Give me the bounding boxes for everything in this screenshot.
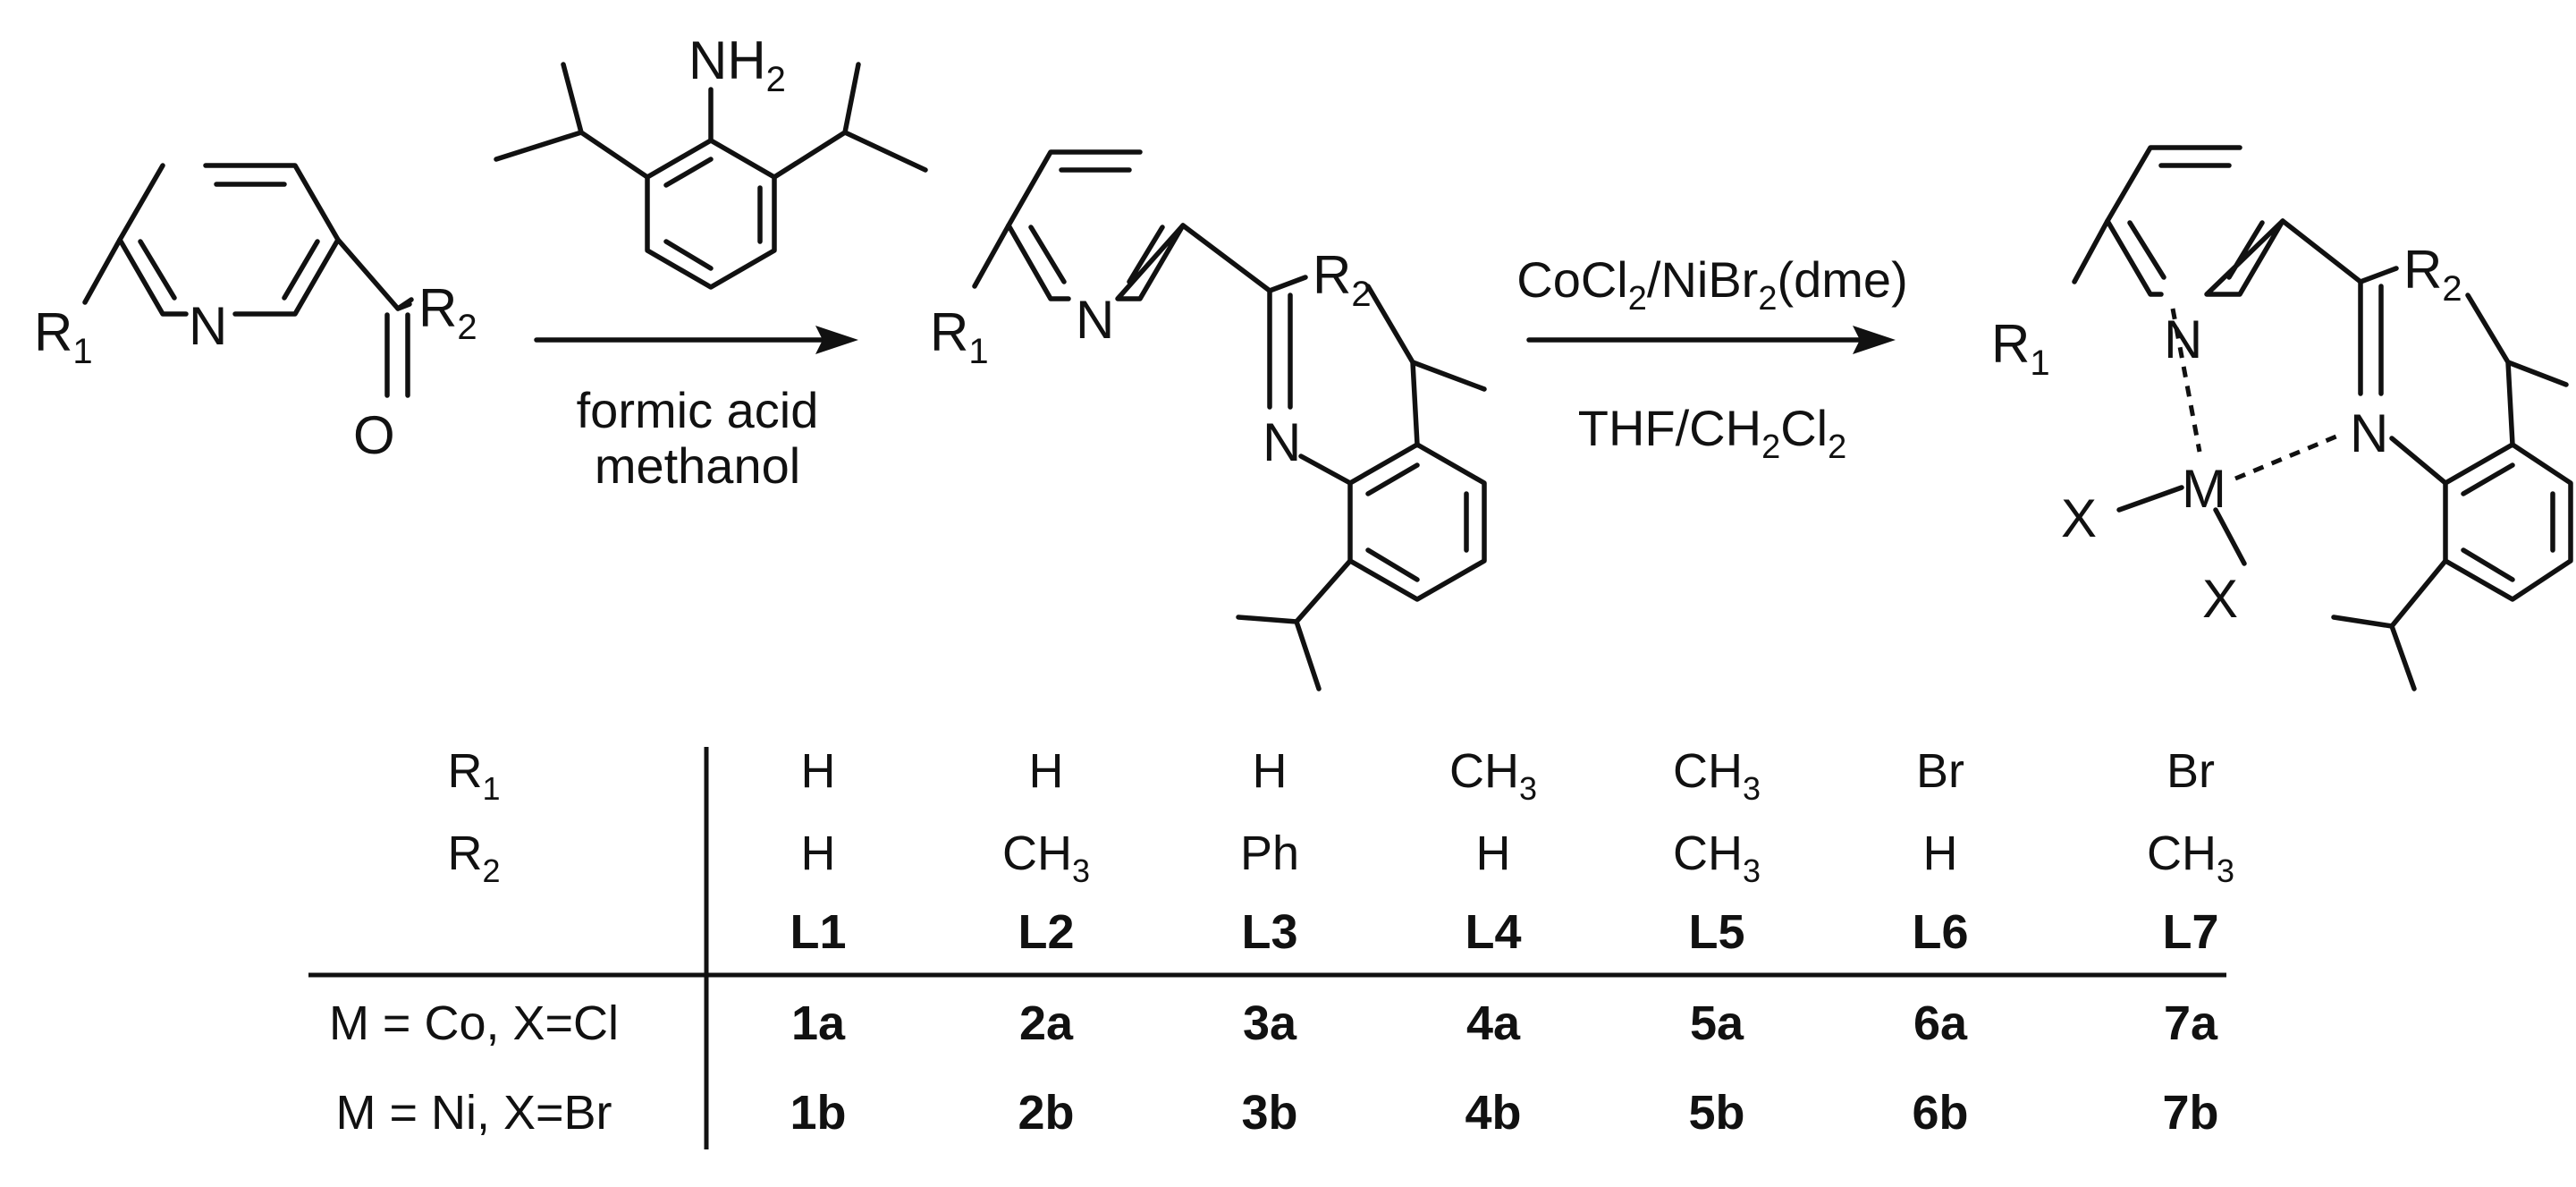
- cell-r1-4: CH3: [1449, 744, 1537, 807]
- cell-ni-1: 1b: [790, 1086, 846, 1140]
- ligand-imine-carbon: [1180, 223, 1308, 293]
- complex-r1-bond: [2072, 218, 2110, 284]
- ketone-n-label: N: [189, 296, 227, 356]
- ketone-r1-bond: [82, 237, 122, 305]
- cell-co-3: 3a: [1243, 996, 1297, 1050]
- complex-imine-carbon: [2280, 218, 2399, 284]
- cell-r2-7: CH3: [2147, 827, 2234, 889]
- complex-x1-label: X: [2061, 488, 2097, 548]
- ligand-aryl-ring: [1347, 442, 1487, 602]
- cell-ligand-5: L5: [1688, 905, 1744, 959]
- complex-n-pyridine-label: N: [2164, 309, 2202, 369]
- row-label-co: M = Co, X=Cl: [329, 996, 619, 1050]
- ligand-isopropyl-bottom: [1236, 558, 1353, 691]
- cell-r2-3: Ph: [1240, 827, 1299, 880]
- ligand-r1-bond: [972, 223, 1011, 289]
- cell-ligand-1: L1: [790, 905, 846, 959]
- ketone-acyl-bond: [335, 237, 412, 311]
- cell-co-1: 1a: [791, 996, 846, 1050]
- reaction-arrow-2: CoCl2/NiBr2(dme) THF/CH2Cl2: [1516, 251, 1907, 466]
- cell-co-2: 2a: [1019, 996, 1074, 1050]
- complex-m-nimine-bond: [2234, 431, 2344, 481]
- complex-isopropyl-bottom: [2331, 558, 2448, 691]
- complex-m-x2-bond: [2213, 507, 2247, 566]
- imine-ligand: R1 N R2 N: [930, 149, 1487, 691]
- cell-ligand-6: L6: [1912, 905, 1968, 959]
- complex-cn-double-bond: [2358, 279, 2384, 396]
- ketone-r2-bond: [395, 297, 414, 311]
- complex-x2-label: X: [2202, 569, 2238, 629]
- aniline-isopropyl-right: [772, 62, 928, 180]
- complex-n-aryl-bond: [2389, 436, 2448, 486]
- cell-r1-5: CH3: [1673, 744, 1761, 807]
- cell-ligand-7: L7: [2162, 905, 2218, 959]
- cell-co-4: 4a: [1466, 996, 1521, 1050]
- cell-ligand-2: L2: [1018, 905, 1074, 959]
- cell-ligand-4: L4: [1465, 905, 1521, 959]
- cell-r1-1: H: [801, 744, 836, 798]
- complex-n-imine-label: N: [2350, 403, 2388, 463]
- cell-ni-2: 2b: [1018, 1086, 1074, 1140]
- cell-r2-2: CH3: [1002, 827, 1090, 889]
- cell-ni-3: 3b: [1241, 1086, 1297, 1140]
- complex-isopropyl-top: [2465, 293, 2569, 447]
- ligand-n-pyridine-label: N: [1076, 290, 1114, 350]
- complex-r1-label: R1: [1991, 314, 2050, 383]
- step1-reagent-line2: methanol: [595, 437, 800, 494]
- aniline-isopropyl-left: [494, 62, 650, 180]
- cell-r2-4: H: [1476, 827, 1511, 880]
- cell-ni-6: 6b: [1912, 1086, 1968, 1140]
- cell-r1-6: Br: [1916, 744, 1964, 798]
- cell-ligand-3: L3: [1241, 905, 1297, 959]
- cell-ni-4: 4b: [1465, 1086, 1521, 1140]
- table-columns: HHL11a1bHCH3L22a2bHPhL33a3bCH3HL44a4bCH3…: [790, 744, 2234, 1140]
- cell-r2-1: H: [801, 827, 836, 880]
- ligand-n-imine-label: N: [1263, 412, 1301, 472]
- complex-m-x1-bond: [2116, 485, 2184, 513]
- row-label-r1: R1: [447, 744, 500, 807]
- ligand-r2-label: R2: [1313, 245, 1372, 314]
- ketone-r2-label: R2: [418, 278, 477, 347]
- cell-r2-6: H: [1923, 827, 1958, 880]
- ligand-isopropyl-top: [1365, 284, 1487, 447]
- step2-reagent-line1: CoCl2/NiBr2(dme): [1516, 251, 1907, 318]
- complex-m-npy-bond: [2170, 308, 2202, 453]
- reaction-arrow-1: formic acid methanol: [534, 326, 858, 494]
- metal-complex: R1 N R2 N M X X: [1991, 145, 2573, 691]
- cell-r1-2: H: [1029, 744, 1064, 798]
- aniline-reagent: NH2: [494, 30, 928, 290]
- aniline-nh2-label: NH2: [688, 30, 786, 99]
- starting-ketone: R1 N R2 O: [34, 163, 477, 465]
- row-label-ni: M = Ni, X=Br: [335, 1086, 612, 1140]
- complex-pyridine-ring: [2105, 145, 2285, 297]
- ketone-o-label: O: [353, 405, 395, 465]
- ketone-r1-label: R1: [34, 302, 93, 371]
- cell-ni-5: 5b: [1688, 1086, 1744, 1140]
- substituent-table: R1 R2 M = Co, X=Cl M = Ni, X=Br HHL11a1b…: [308, 744, 2234, 1149]
- ligand-r1-label: R1: [930, 302, 989, 371]
- cell-co-5: 5a: [1690, 996, 1744, 1050]
- complex-r2-label: R2: [2403, 240, 2462, 309]
- cell-r1-3: H: [1253, 744, 1288, 798]
- complex-m-label: M: [2182, 459, 2226, 519]
- ligand-pyridine-ring: [1006, 149, 1186, 301]
- cell-r2-5: CH3: [1673, 827, 1761, 889]
- row-label-r2: R2: [447, 827, 500, 889]
- cell-co-6: 6a: [1913, 996, 1968, 1050]
- ligand-cn-double-bond: [1267, 288, 1293, 410]
- carbonyl-double-bond: [384, 312, 410, 398]
- cell-co-7: 7a: [2164, 996, 2218, 1050]
- complex-aryl-ring: [2443, 442, 2573, 602]
- ligand-n-aryl-bond: [1298, 454, 1353, 486]
- cell-r1-7: Br: [2166, 744, 2215, 798]
- cell-ni-7: 7b: [2162, 1086, 2218, 1140]
- aniline-ring: [645, 138, 777, 290]
- step1-reagent-line1: formic acid: [577, 382, 819, 438]
- step2-reagent-line2: THF/CH2Cl2: [1578, 400, 1846, 466]
- ketone-pyridine-ring: [117, 163, 341, 317]
